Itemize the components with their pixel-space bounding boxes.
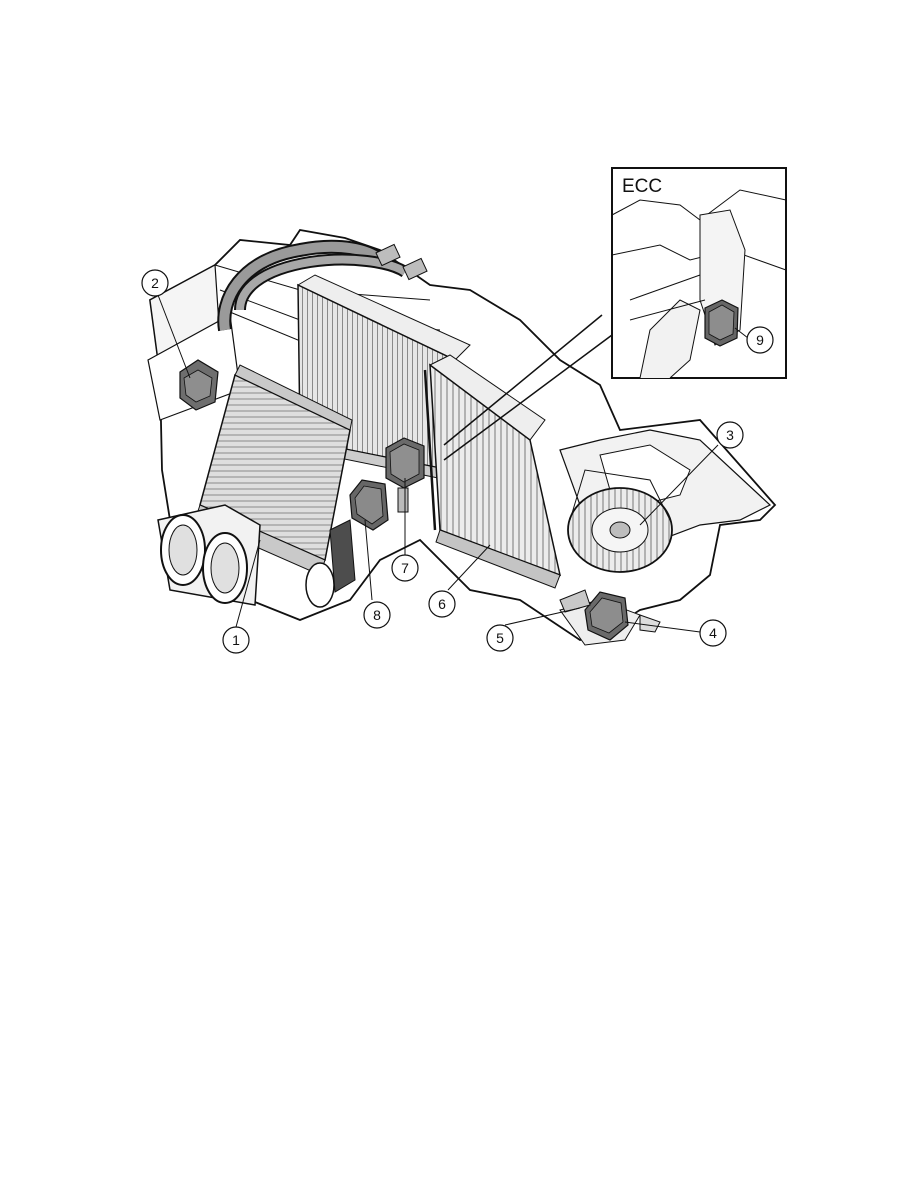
callout-8: 8	[363, 601, 391, 629]
callout-1: 1	[222, 626, 250, 654]
callout-label-2: 2	[151, 275, 159, 291]
refrigerant-pipes	[217, 239, 428, 332]
callout-label-7: 7	[401, 560, 409, 576]
inset-label: ECC	[622, 176, 662, 197]
callout-3: 3	[716, 421, 744, 449]
callout-label-8: 8	[373, 607, 381, 623]
actuator-7	[385, 437, 425, 513]
callout-label-1: 1	[232, 632, 240, 648]
callout-label-3: 3	[726, 427, 734, 443]
inset-pointer-lines	[443, 314, 613, 461]
callout-label-4: 4	[709, 625, 717, 641]
callout-label-9: 9	[756, 332, 764, 348]
callout-label-5: 5	[496, 630, 504, 646]
actuator-4-5	[559, 589, 629, 641]
blower-fan	[567, 469, 673, 573]
ecc-inset: ECC	[611, 167, 787, 379]
actuator-2	[179, 359, 219, 411]
callout-9: 9	[746, 326, 774, 354]
air-outlet-ducts	[157, 504, 335, 608]
actuator-8	[329, 479, 389, 593]
callout-4: 4	[699, 619, 727, 647]
pollen-filter	[423, 354, 562, 589]
callout-5: 5	[486, 624, 514, 652]
callout-7: 7	[391, 554, 419, 582]
leader-lines	[157, 294, 749, 633]
callout-label-6: 6	[438, 596, 446, 612]
callout-2: 2	[141, 269, 169, 297]
callout-6: 6	[428, 590, 456, 618]
